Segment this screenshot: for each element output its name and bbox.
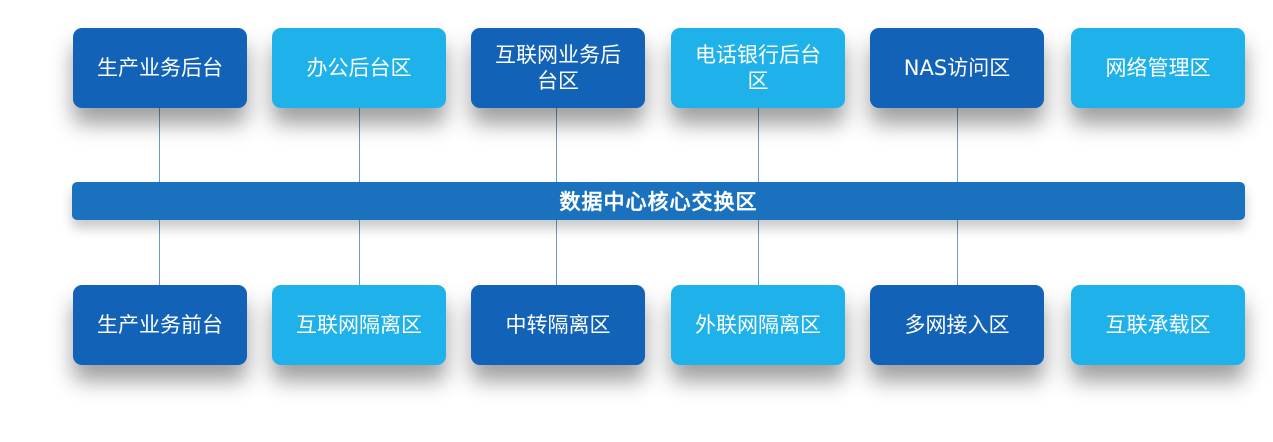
zone-node: 网络管理区 <box>1071 28 1245 108</box>
connector-line <box>159 106 160 184</box>
zone-node: 生产业务前台 <box>73 285 247 365</box>
zone-node: 办公后台区 <box>272 28 446 108</box>
connector-line <box>159 219 160 287</box>
connector-line <box>359 219 360 287</box>
connector-line <box>359 106 360 184</box>
connector-line <box>758 219 759 287</box>
connector-line <box>556 106 557 184</box>
connector-line <box>957 219 958 287</box>
zone-node: 外联网隔离区 <box>671 285 845 365</box>
zone-node: 互联承载区 <box>1071 285 1245 365</box>
core-switch-bus: 数据中心核心交换区 <box>72 182 1245 220</box>
zone-node: 互联网隔离区 <box>272 285 446 365</box>
zone-node: 电话银行后台区 <box>671 28 845 108</box>
zone-node: 中转隔离区 <box>471 285 645 365</box>
zone-node: 互联网业务后台区 <box>471 28 645 108</box>
connector-line <box>957 106 958 184</box>
zone-node: 多网接入区 <box>870 285 1044 365</box>
connector-line <box>758 106 759 184</box>
zone-node: 生产业务后台 <box>73 28 247 108</box>
connector-line <box>556 219 557 287</box>
zone-node: NAS访问区 <box>870 28 1044 108</box>
